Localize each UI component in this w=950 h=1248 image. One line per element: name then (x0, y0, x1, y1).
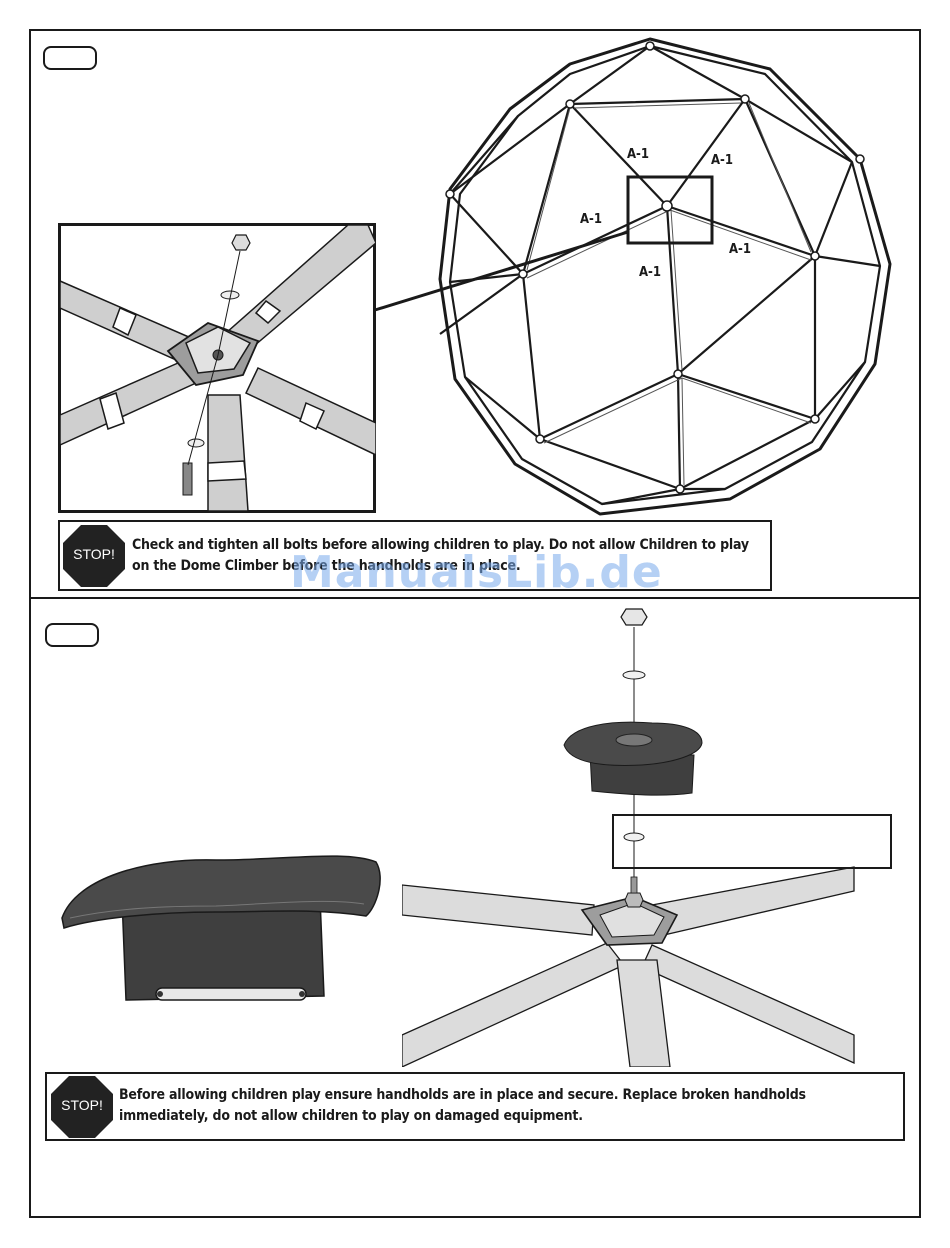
part-label-a1: A-1 (711, 153, 734, 168)
watermark: ManualsLib.de (290, 547, 663, 598)
stop-sign-icon (63, 525, 125, 587)
part-label-a1: A-1 (580, 212, 603, 227)
handhold-illustration (61, 855, 381, 1001)
stop-warning-1 (58, 520, 772, 591)
hub-bolt-detail-inset (58, 223, 376, 513)
part-label-a1: A-1 (639, 265, 662, 280)
callout-connector-line (374, 230, 629, 312)
dome-climber-illustration (438, 37, 892, 516)
stop-sign-label: STOP! (73, 546, 115, 562)
warning-text-2: Before allowing children play ensure han… (119, 1087, 806, 1124)
part-label-a1: A-1 (729, 242, 752, 257)
handhold-exploded-assembly (402, 608, 855, 1067)
step-number-box-2 (45, 623, 99, 647)
stop-sign-label: STOP! (61, 1097, 103, 1113)
stop-warning-2 (45, 1072, 905, 1141)
part-label-a1: A-1 (627, 147, 650, 162)
step-2-panel (29, 597, 921, 1218)
warning-text-1: Check and tighten all bolts before allow… (132, 537, 749, 574)
parts-callout-box (612, 814, 892, 869)
step-number-box-1 (43, 46, 97, 70)
stop-sign-icon (51, 1076, 113, 1138)
